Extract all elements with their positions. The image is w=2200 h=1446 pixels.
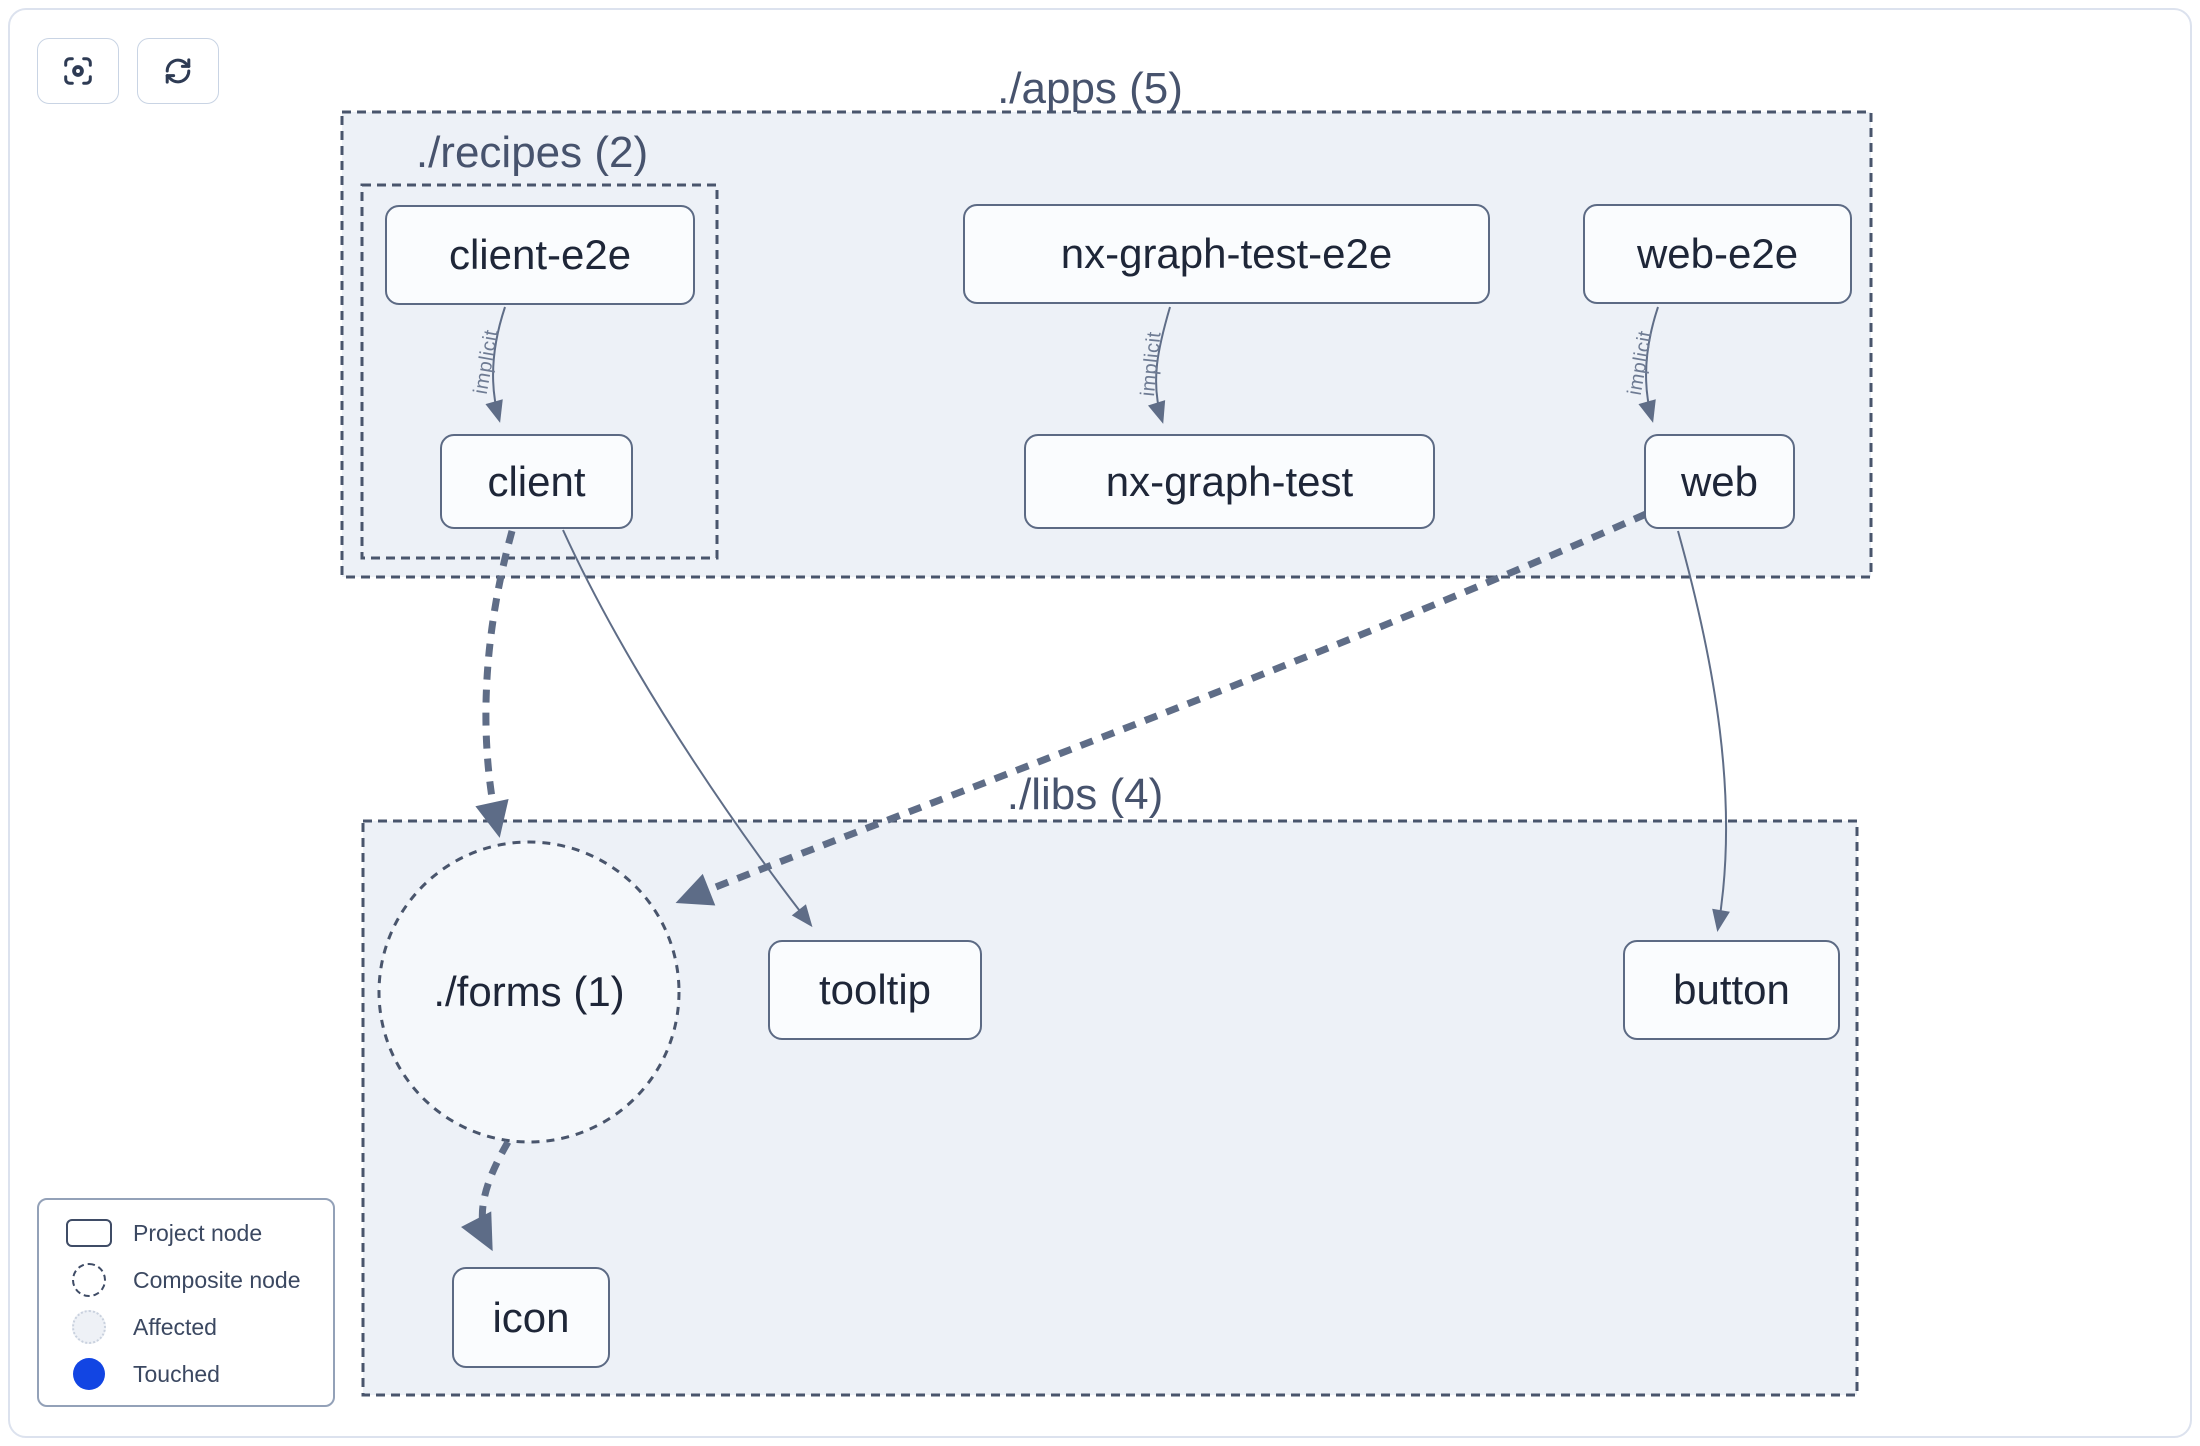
- edge-forms-to-icon: [461, 1140, 512, 1252]
- edge-client-to-tooltip: [562, 529, 813, 928]
- edge-web-to-forms: [675, 510, 1648, 906]
- group-label-libs: ./libs (4): [1006, 770, 1164, 819]
- node-web-e2e[interactable]: web-e2e: [1583, 204, 1852, 304]
- edge-nx-graph-test-e2e-to-nx-graph-test: [1148, 306, 1171, 424]
- node-web[interactable]: web: [1644, 434, 1795, 529]
- refresh-icon: [165, 58, 191, 84]
- node-tooltip[interactable]: tooltip: [768, 940, 982, 1040]
- legend-label: Touched: [133, 1360, 220, 1387]
- node-icon[interactable]: icon: [452, 1267, 610, 1368]
- legend-label: Project node: [133, 1219, 263, 1246]
- edge-client-to-forms: [475, 530, 516, 838]
- legend-item-touched: Touched: [63, 1357, 333, 1391]
- composite-node-forms[interactable]: ./forms (1): [433, 968, 625, 1015]
- focus-button[interactable]: [37, 38, 119, 104]
- node-nx-graph-test[interactable]: nx-graph-test: [1024, 434, 1435, 529]
- legend-label: Composite node: [133, 1266, 301, 1293]
- touched-swatch: [73, 1358, 105, 1390]
- legend: Project node Composite node Affected Tou…: [37, 1198, 335, 1407]
- node-nx-graph-test-e2e[interactable]: nx-graph-test-e2e: [963, 204, 1490, 304]
- edge-client-e2e-to-client: [485, 306, 506, 423]
- legend-item-composite-node: Composite node: [63, 1263, 333, 1297]
- edge-web-e2e-to-web: [1638, 306, 1659, 423]
- affected-swatch: [72, 1310, 106, 1344]
- edge-web-to-button: [1677, 530, 1730, 932]
- legend-item-project-node: Project node: [63, 1216, 333, 1250]
- legend-label: Affected: [133, 1313, 217, 1340]
- focus-crosshair-icon: [64, 57, 92, 85]
- node-client-e2e[interactable]: client-e2e: [385, 205, 695, 305]
- composite-node-swatch: [72, 1263, 106, 1297]
- refresh-button[interactable]: [137, 38, 219, 104]
- group-label-recipes: ./recipes (2): [415, 128, 649, 177]
- toolbar: [37, 38, 219, 104]
- project-node-swatch: [66, 1219, 112, 1247]
- node-button[interactable]: button: [1623, 940, 1840, 1040]
- legend-item-affected: Affected: [63, 1310, 333, 1344]
- composite-node-forms-circle: [377, 840, 681, 1144]
- node-client[interactable]: client: [440, 434, 633, 529]
- group-label-apps: ./apps (5): [997, 64, 1183, 113]
